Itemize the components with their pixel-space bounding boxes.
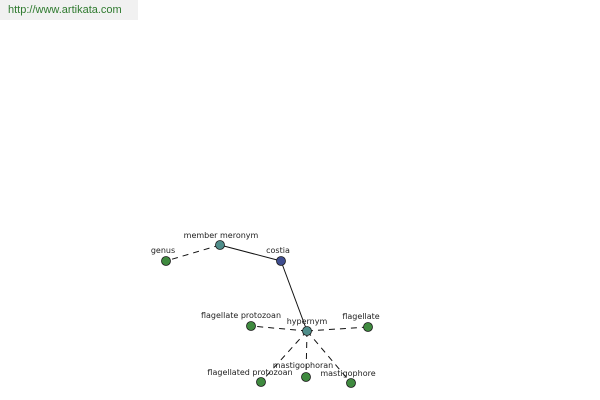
edge-hypernym-to-flagellate xyxy=(306,326,369,332)
node-label-flagellate[interactable]: flagellate xyxy=(342,312,379,321)
node-label-member-meronym[interactable]: member meronym xyxy=(184,231,259,240)
node-label-flagellate-protozoan[interactable]: flagellate protozoan xyxy=(201,311,281,320)
node-mastigophoran[interactable] xyxy=(301,372,311,382)
edge-costia-to-hypernym xyxy=(280,260,308,332)
edge-hypernym-to-flagellated-protozoan xyxy=(260,330,308,383)
edge-hypernym-to-mastigophoran xyxy=(305,330,308,378)
node-flagellate-protozoan[interactable] xyxy=(246,321,256,331)
edge-member-meronym-to-genus xyxy=(165,244,221,262)
node-member-meronym[interactable] xyxy=(215,240,225,250)
edge-costia-to-member-meronym xyxy=(219,244,282,262)
node-label-costia[interactable]: costia xyxy=(266,246,290,255)
nodes-layer xyxy=(161,240,373,388)
edges-layer xyxy=(165,244,369,384)
node-genus[interactable] xyxy=(161,256,171,266)
node-label-genus[interactable]: genus xyxy=(151,246,175,255)
node-label-flagellated-protozoan[interactable]: flagellated protozoan xyxy=(207,368,292,377)
watermark-bar: http://www.artikata.com xyxy=(0,0,138,20)
labels-layer: costia member meronym genus hypernym flagell… xyxy=(151,231,380,378)
site-url-link[interactable]: http://www.artikata.com xyxy=(8,4,122,16)
node-label-mastigophore[interactable]: mastigophore xyxy=(320,369,375,378)
node-costia[interactable] xyxy=(276,256,286,266)
edge-hypernym-to-mastigophore xyxy=(306,330,352,384)
node-label-mastigophoran[interactable]: mastigophoran xyxy=(273,361,334,370)
node-flagellate[interactable] xyxy=(363,322,373,332)
node-hypernym[interactable] xyxy=(302,326,312,336)
edge-hypernym-to-flagellate-protozoan xyxy=(250,325,308,332)
node-label-hypernym[interactable]: hypernym xyxy=(287,317,328,326)
node-flagellated-protozoan[interactable] xyxy=(256,377,266,387)
node-mastigophore[interactable] xyxy=(346,378,356,388)
